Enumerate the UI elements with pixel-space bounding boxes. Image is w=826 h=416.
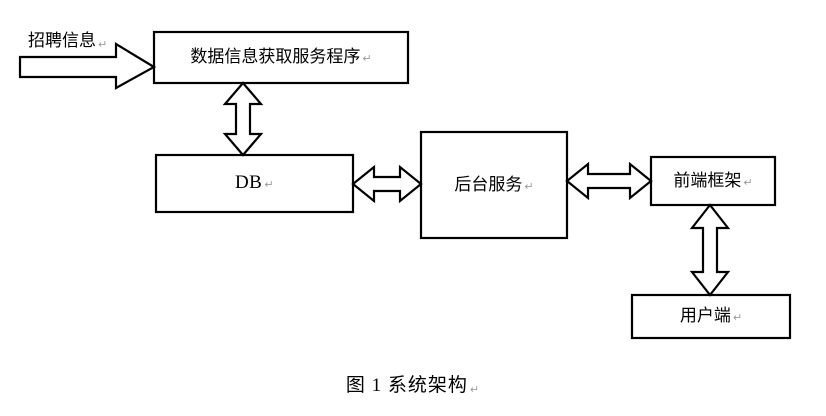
- edge-label-recruitment-input: 招聘信息↵: [28, 26, 107, 51]
- node-box-db: [154, 153, 355, 214]
- figure-caption-text: 图 1 系统架构: [345, 375, 468, 396]
- arrow-db-backend: [351, 164, 423, 204]
- arrow-service-db: [222, 81, 264, 157]
- figure-caption: 图 1 系统架构↵: [0, 370, 826, 397]
- arrow-frontend-client: [689, 203, 731, 297]
- pilcrow-mark-caption: ↵: [469, 383, 481, 396]
- node-box-client: [630, 293, 792, 340]
- node-box-frontend-framework: [649, 155, 777, 207]
- pilcrow-mark-recruitment-input: ↵: [98, 38, 108, 51]
- node-box-data-acquisition-service: [152, 30, 410, 85]
- arrow-recruitment-input: [18, 42, 157, 90]
- node-box-backend-service: [419, 130, 569, 240]
- arrow-backend-frontend: [565, 161, 653, 201]
- edge-text-recruitment-input: 招聘信息: [28, 31, 96, 50]
